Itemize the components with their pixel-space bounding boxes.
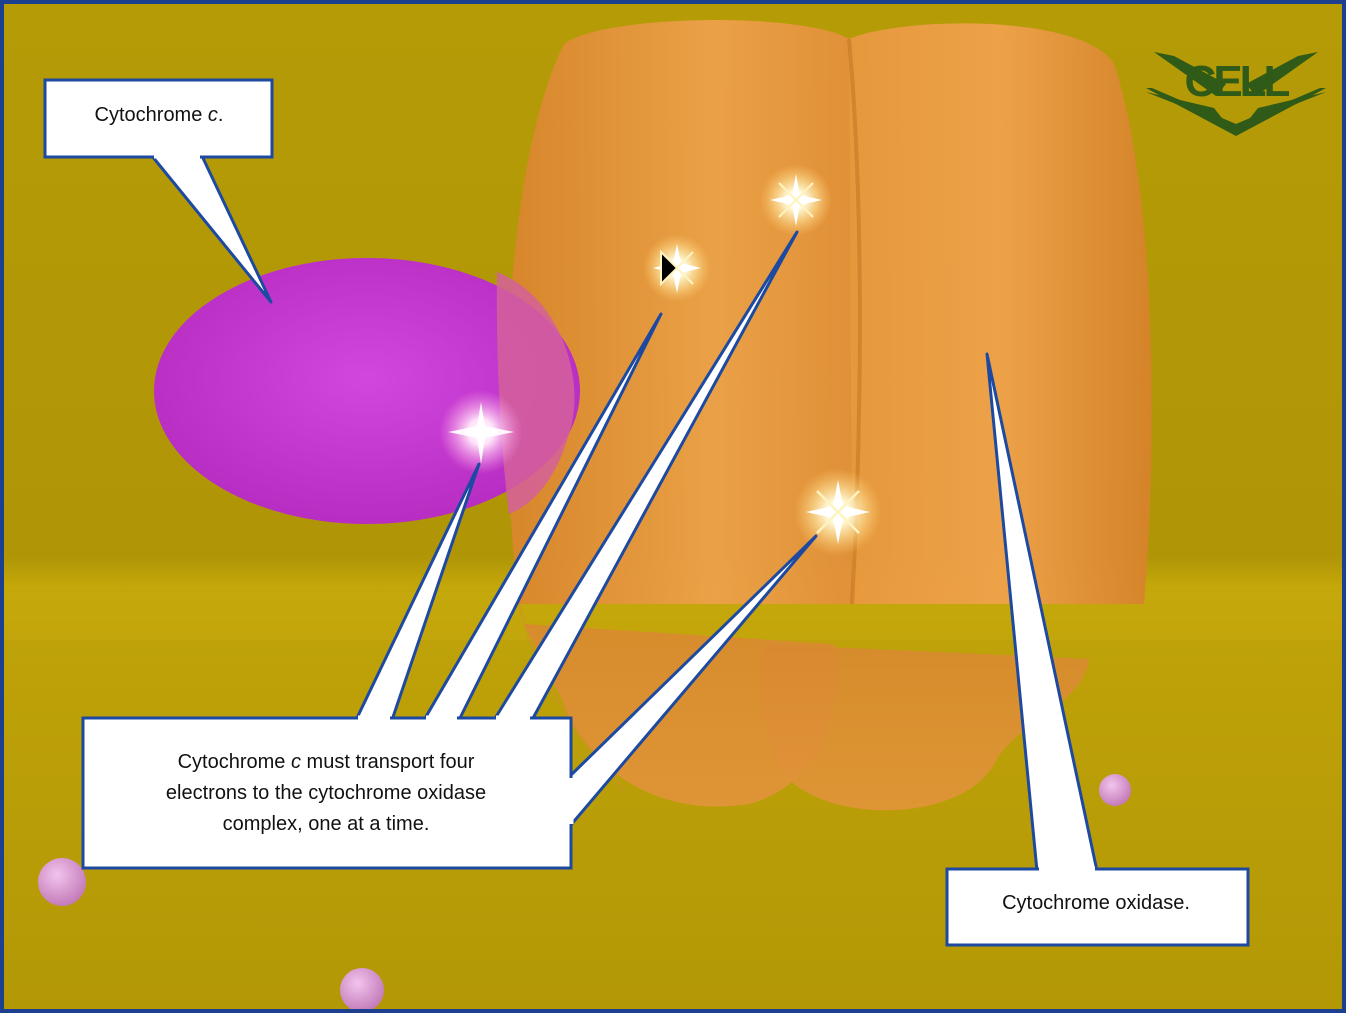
transport-label-line-3: complex, one at a time. <box>80 809 572 840</box>
vesicle <box>38 858 86 906</box>
cytochrome-c-label: Cytochrome c. <box>46 100 272 131</box>
logo-text: CELL <box>1185 57 1290 106</box>
transport-label: Cytochrome c must transport four electro… <box>80 747 572 840</box>
cytochrome-oxidase-label: Cytochrome oxidase. <box>946 888 1246 919</box>
vesicle <box>1099 774 1131 806</box>
electron-spark <box>439 390 523 474</box>
transport-label-line-2: electrons to the cytochrome oxidase <box>80 778 572 809</box>
transport-label-line-1: Cytochrome c must transport four <box>80 747 572 778</box>
diagram-scene: CELL <box>4 4 1342 1009</box>
electron-spark <box>760 164 832 236</box>
electron-spark <box>643 234 711 302</box>
cytochrome-c-protein <box>154 258 580 524</box>
